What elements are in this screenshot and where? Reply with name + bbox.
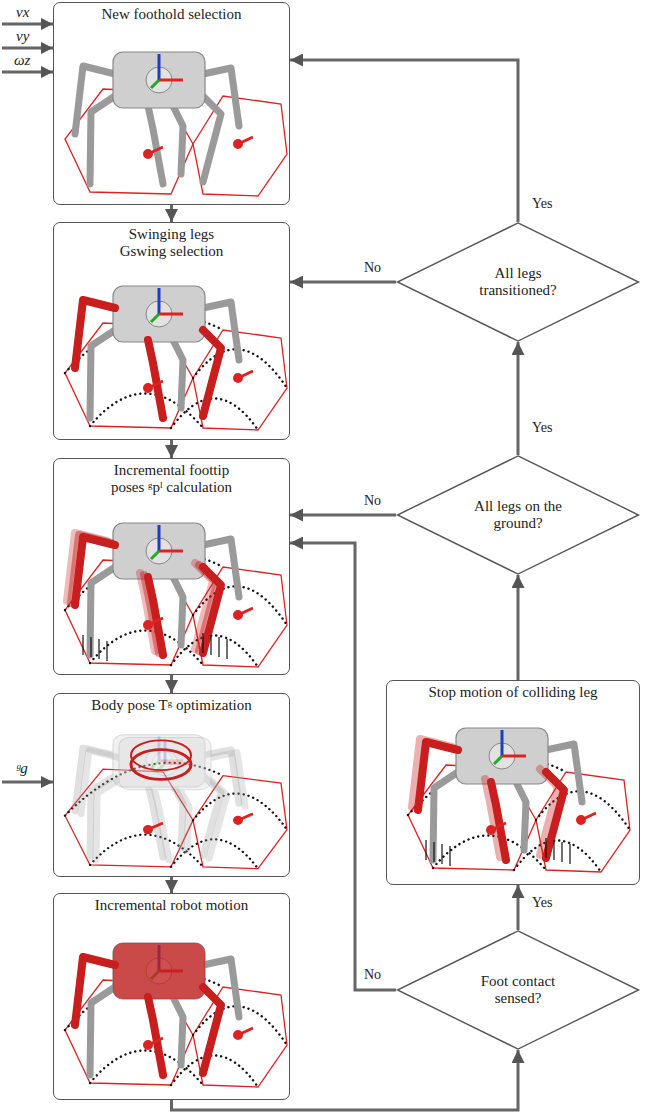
- node-title: Incremental robot motion: [95, 897, 248, 914]
- node-title: New foothold selection: [102, 6, 242, 23]
- flow-arrow: [290, 60, 518, 222]
- process-box: Incremental robot motion: [53, 893, 290, 1100]
- flow-arrow: [170, 440, 173, 458]
- process-box: Stop motion of colliding leg: [386, 680, 640, 885]
- flow-arrow: [290, 543, 396, 990]
- node-title: Stop motion of colliding leg: [428, 684, 597, 701]
- node-title: Body pose Tᵍ optimization: [91, 697, 251, 714]
- robot-illustration: [65, 943, 287, 1087]
- node-title: Swinging legs Gswing selection: [109, 226, 234, 260]
- input-arrows: [2, 24, 53, 782]
- input-symbol: vy: [16, 28, 29, 45]
- flow-arrow: [517, 575, 520, 680]
- decision-diamond: All legs transitioned?: [396, 222, 640, 342]
- flow-arrow: [290, 514, 396, 517]
- flow-arrow: [517, 885, 520, 930]
- node-title: Foot contact sensed?: [468, 973, 568, 1007]
- edge-label: Yes: [530, 420, 554, 436]
- decision-diamond: All legs on the ground?: [396, 455, 640, 575]
- edge-label: Yes: [530, 196, 554, 212]
- flow-arrow: [290, 281, 396, 284]
- process-box: Body pose Tᵍ optimization: [53, 693, 290, 877]
- process-box: Incremental foottip poses ᵍpˡ calculatio…: [53, 458, 290, 675]
- robot-illustration: [408, 728, 630, 872]
- input-symbol: ᵍg: [16, 760, 28, 777]
- robot-illustration: [65, 52, 287, 196]
- edge-label: No: [362, 493, 383, 509]
- input-symbol: ωz: [14, 52, 30, 69]
- flow-arrow: [170, 205, 173, 222]
- flow-arrow: [170, 877, 173, 893]
- edge-label: No: [362, 260, 383, 276]
- node-title: All legs on the ground?: [462, 498, 574, 532]
- robot-illustration: [65, 735, 287, 869]
- decision-diamond: Foot contact sensed?: [396, 930, 640, 1050]
- node-title: All legs transitioned?: [468, 265, 568, 299]
- flow-arrow: [172, 1050, 519, 1110]
- flow-arrow: [517, 342, 520, 455]
- robot-illustration: [65, 523, 287, 667]
- flow-arrow: [170, 675, 173, 693]
- edge-label: Yes: [530, 895, 554, 911]
- input-symbol: vx: [16, 4, 29, 21]
- process-box: New foothold selection: [53, 2, 290, 205]
- process-box: Swinging legs Gswing selection: [53, 222, 290, 440]
- robot-illustration: [65, 286, 287, 430]
- edge-label: No: [362, 967, 383, 983]
- node-title: Incremental foottip poses ᵍpˡ calculatio…: [97, 462, 247, 496]
